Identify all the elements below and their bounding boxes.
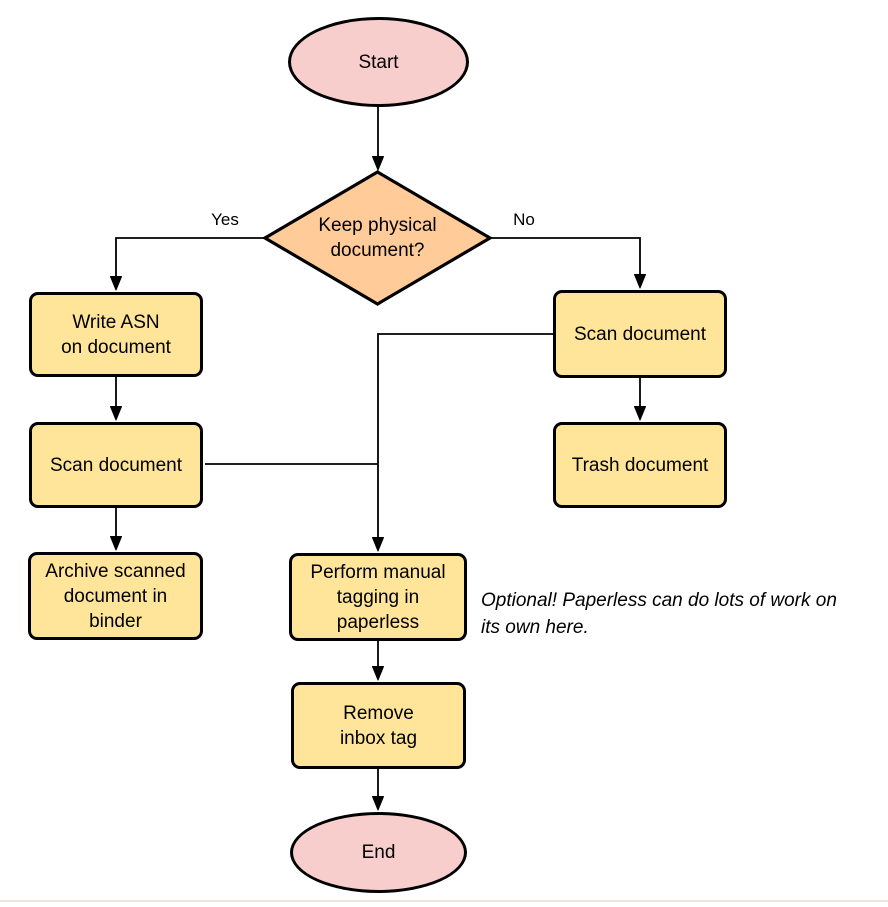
edge-write-asn-to-scan-left bbox=[110, 377, 122, 421]
node-remove-inbox-tag: Remove inbox tag bbox=[291, 682, 466, 769]
node-write-asn: Write ASN on document bbox=[29, 292, 203, 377]
arrowhead-down-icon bbox=[372, 666, 384, 681]
arrowhead-down-icon bbox=[110, 536, 122, 551]
edge-remove-to-end bbox=[372, 769, 384, 811]
arrowhead-down-icon bbox=[110, 406, 122, 421]
node-decision-label: Keep physical document? bbox=[318, 215, 437, 261]
node-start-label: Start bbox=[358, 51, 399, 73]
node-scan-document-left: Scan document bbox=[29, 422, 203, 508]
node-decision-shape bbox=[261, 170, 494, 306]
edge-decision-to-write-asn bbox=[110, 237, 265, 291]
arrowhead-down-icon bbox=[634, 274, 646, 289]
arrowhead-down-icon bbox=[372, 796, 384, 811]
node-scan-document-left-label: Scan document bbox=[49, 454, 183, 476]
node-trash-document-label: Trash document bbox=[571, 454, 709, 476]
node-manual-tagging-label: Perform manual tagging in paperless bbox=[310, 561, 446, 633]
edge-scan-right-to-trash bbox=[634, 378, 646, 421]
edge-scan-right-to-tagging bbox=[372, 333, 553, 552]
node-archive-in-binder-label: Archive scanned document in binder bbox=[45, 560, 186, 632]
edge-label-yes: Yes bbox=[211, 210, 239, 229]
arrowhead-down-icon bbox=[372, 537, 384, 552]
edge-label-no: No bbox=[513, 210, 535, 229]
canvas-bottom-edge bbox=[0, 900, 888, 902]
node-trash-document: Trash document bbox=[553, 422, 727, 508]
node-end: End bbox=[290, 812, 467, 893]
node-end-label: End bbox=[361, 842, 396, 863]
arrowhead-down-icon bbox=[634, 406, 646, 421]
node-manual-tagging: Perform manual tagging in paperless bbox=[289, 553, 467, 641]
node-write-asn-label: Write ASN on document bbox=[61, 311, 171, 358]
node-remove-inbox-tag-label: Remove inbox tag bbox=[339, 702, 418, 749]
node-scan-document-right: Scan document bbox=[553, 290, 727, 378]
edge-decision-to-scan-right bbox=[490, 237, 646, 289]
arrowhead-down-icon bbox=[372, 156, 384, 171]
edge-tagging-to-remove bbox=[372, 641, 384, 681]
node-start: Start bbox=[288, 17, 469, 107]
edge-scan-left-to-archive bbox=[110, 508, 122, 551]
edge-start-to-decision bbox=[372, 107, 384, 171]
arrowhead-down-icon bbox=[110, 276, 122, 291]
node-archive-in-binder: Archive scanned document in binder bbox=[28, 552, 203, 640]
optional-note: Optional! Paperless can do lots of work … bbox=[481, 590, 837, 638]
node-scan-document-right-label: Scan document bbox=[573, 323, 707, 345]
